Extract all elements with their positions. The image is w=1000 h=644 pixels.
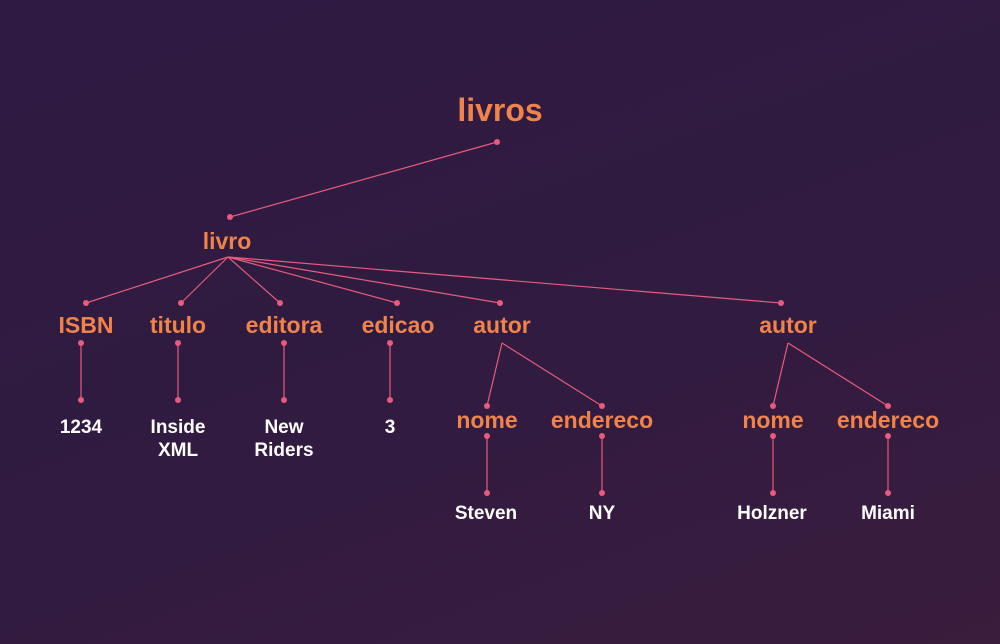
node-dot <box>175 340 181 346</box>
value-editora: New Riders <box>254 416 313 462</box>
value-editora-line-1: New <box>264 417 304 438</box>
node-dot <box>227 214 233 220</box>
node-autor-2: autor <box>759 312 817 338</box>
node-dot <box>770 490 776 496</box>
node-autor-1: autor <box>473 312 531 338</box>
node-titulo: titulo <box>149 312 207 338</box>
edge-livro-autor2 <box>227 256 782 304</box>
edge-autor2-endereco <box>787 342 889 407</box>
node-dot <box>599 490 605 496</box>
node-livros: livros <box>457 92 543 128</box>
edge-livro-autor1 <box>227 256 501 304</box>
node-dot <box>885 490 891 496</box>
node-dot <box>78 340 84 346</box>
node-dot <box>778 300 784 306</box>
node-dot <box>599 403 605 409</box>
edge-livros-livro <box>229 141 498 218</box>
edge-livro-titulo <box>180 256 229 304</box>
node-nome-1: nome <box>456 407 518 433</box>
value-endereco-1: NY <box>588 503 616 524</box>
node-isbn: ISBN <box>58 312 114 338</box>
node-dot <box>394 300 400 306</box>
edge-livro-edicao <box>227 256 398 304</box>
value-nome-1: Steven <box>454 503 518 524</box>
node-dot <box>770 403 776 409</box>
node-endereco-2: endereco <box>836 407 940 433</box>
node-dot <box>599 433 605 439</box>
node-dot <box>178 300 184 306</box>
node-dot <box>497 300 503 306</box>
node-dot <box>885 433 891 439</box>
node-dot <box>83 300 89 306</box>
value-titulo-line-1: Inside <box>150 417 206 438</box>
value-titulo: Inside XML <box>151 416 206 462</box>
node-dot <box>484 403 490 409</box>
node-dot <box>281 397 287 403</box>
node-dot <box>78 397 84 403</box>
value-isbn: 1234 <box>59 417 103 438</box>
node-dot <box>281 340 287 346</box>
edge-livro-isbn <box>85 256 229 304</box>
node-dot <box>277 300 283 306</box>
edge-autor1-nome <box>486 342 503 407</box>
node-dot <box>885 403 891 409</box>
value-nome-2: Holzner <box>737 503 807 524</box>
value-endereco-2: Miami <box>861 503 915 524</box>
node-dot <box>484 490 490 496</box>
value-edicao: 3 <box>384 417 396 438</box>
node-dot <box>387 397 393 403</box>
edge-autor2-nome <box>772 342 789 407</box>
edge-livro-editora <box>227 256 281 304</box>
node-edicao: edicao <box>361 312 435 338</box>
node-dot <box>387 340 393 346</box>
value-editora-line-2: Riders <box>254 440 314 461</box>
node-editora: editora <box>245 312 323 338</box>
node-dot <box>770 433 776 439</box>
node-nome-2: nome <box>742 407 804 433</box>
node-dot <box>175 397 181 403</box>
value-titulo-line-2: XML <box>157 440 199 461</box>
node-endereco-1: endereco <box>550 407 654 433</box>
edge-autor1-endereco <box>501 342 603 407</box>
node-dot <box>484 433 490 439</box>
node-dot <box>494 139 500 145</box>
node-livro: livro <box>202 228 252 254</box>
